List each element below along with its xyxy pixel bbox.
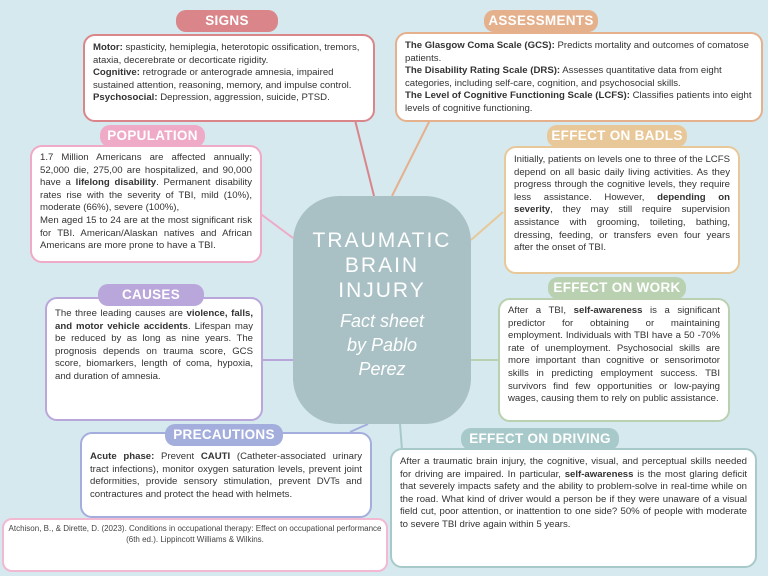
driving-text: After a traumatic brain injury, the cogn… [400,456,747,530]
assessments-lcfs: The Level of Cognitive Functioning Scale… [405,90,752,114]
causes-title: CAUSES [98,284,204,306]
population-stats: 1.7 Million Americans are affected annua… [40,152,253,214]
connector-precautions [349,423,369,433]
precautions-title: PRECAUTIONS [165,424,283,446]
hub-title-2: BRAIN [344,254,420,277]
hub-subtitle-1: Fact sheet [339,311,425,331]
causes-text: The three leading causes are violence, f… [55,308,253,382]
population-risk: Men aged 15 to 24 are at the most signif… [40,214,252,252]
precautions-text: Acute phase: Prevent CAUTI (Catheter-ass… [90,451,362,500]
causes-box: The three leading causes are violence, f… [45,297,263,421]
work-text: After a TBI, self-awareness is a signifi… [508,305,721,405]
hub-title-3: INJURY [338,279,426,302]
signs-psychosocial: Psychosocial: Depression, aggression, su… [93,92,330,104]
hub-subtitle-3: Perez [358,359,406,379]
work-box: After a TBI, self-awareness is a signifi… [498,298,730,422]
signs-box: Motor: spasticity, hemiplegia, heterotop… [83,34,375,122]
badls-box: Initially, patients on levels one to thr… [504,146,740,274]
badls-title: EFFECT ON BADLS [547,125,687,147]
citation: Atchison, B., & Dirette, D. (2023). Cond… [2,518,388,572]
signs-motor: Motor: spasticity, hemiplegia, heterotop… [93,42,360,66]
hub-title-1: TRAUMATIC [312,229,452,252]
assessments-gcs: The Glasgow Coma Scale (GCS): Predicts m… [405,40,749,64]
driving-title: EFFECT ON DRIVING [461,428,619,450]
assessments-box: The Glasgow Coma Scale (GCS): Predicts m… [395,32,763,122]
hub-subtitle-2: by Pablo [346,335,418,355]
assessments-title: ASSESSMENTS [484,10,598,32]
connector-badls [470,211,504,241]
work-title: EFFECT ON WORK [548,277,686,299]
connector-driving [399,423,403,451]
center-hub: TRAUMATIC BRAIN INJURY Fact sheet by Pab… [293,196,471,424]
signs-cognitive: Cognitive: retrograde or anterograde amn… [93,67,352,91]
population-box: 1.7 Million Americans are affected annua… [30,145,262,263]
connector-signs [354,119,375,197]
assessments-drs: The Disability Rating Scale (DRS): Asses… [405,65,722,89]
connector-population [257,211,294,239]
driving-box: After a traumatic brain injury, the cogn… [390,448,757,568]
population-title: POPULATION [100,125,205,147]
signs-title: SIGNS [176,10,278,32]
badls-text: Initially, patients on levels one to thr… [514,154,730,254]
connector-assessments [391,119,431,197]
